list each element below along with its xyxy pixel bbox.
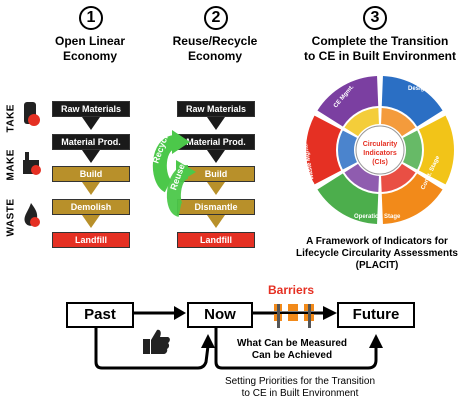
step-number-2: 2	[204, 6, 228, 30]
wheel-inner-segment	[344, 108, 379, 137]
col3-title-line2: to CE in Built Environment	[304, 49, 456, 63]
make-label: MAKE	[5, 149, 17, 181]
col1-arrow-1	[82, 117, 100, 130]
step-number-1: 1	[79, 6, 103, 30]
framework-line2: Lifecycle Circularity Assessments	[296, 248, 458, 259]
measured-line2: Can be Achieved	[251, 350, 333, 361]
col1-arrow-3	[82, 182, 100, 195]
col2-title-line1: Reuse/Recycle	[172, 34, 258, 48]
take-label: TAKE	[5, 104, 17, 133]
now-to-past-loop	[94, 326, 215, 370]
col1-material-prod: Material Prod.	[52, 134, 130, 150]
wheel-center-line2: Indicators	[363, 150, 397, 157]
barrier-icon	[274, 304, 314, 328]
col2-arrow-2	[207, 150, 225, 163]
wheel-stage-design: Design Stage	[408, 86, 447, 92]
framework-line3: (PLACIT)	[355, 260, 399, 271]
wheel-outer-segment	[317, 76, 379, 127]
arrow-now-future	[251, 306, 337, 320]
arrow-past-now	[132, 306, 186, 320]
wheel-inner-segment	[403, 130, 422, 170]
col3-title-line1: Complete the Transition	[311, 34, 449, 48]
col1-title: Open Linear Economy	[30, 34, 150, 64]
col1-landfill: Landfill	[52, 232, 130, 248]
wheel-inner-segment	[381, 108, 416, 137]
col1-demolish: Demolish	[52, 199, 130, 215]
col2-arrow-3	[207, 182, 225, 195]
barriers-label: Barriers	[268, 283, 315, 297]
circularity-wheel: Circularity Indicators (CIs) Design Stag…	[303, 76, 454, 224]
col1-raw-materials: Raw Materials	[52, 101, 130, 117]
col1-title-line1: Open Linear	[54, 34, 125, 48]
col2-title-line2: Economy	[187, 49, 242, 63]
wheel-outer-segment	[317, 173, 379, 224]
past-box: Past	[66, 302, 134, 328]
wheel-outer-segment	[381, 76, 443, 127]
now-to-future-loop	[214, 326, 383, 370]
recycle-loop	[152, 130, 196, 217]
wheel-outer-segment	[306, 115, 342, 185]
priorities-line2: to CE in Built Environment	[241, 388, 359, 399]
col1-arrow-2	[82, 150, 100, 163]
col2-raw-materials: Raw Materials	[177, 101, 255, 117]
framework-line1: A Framework of Indicators for	[306, 236, 448, 247]
now-box: Now	[187, 302, 253, 328]
wheel-inner-segment	[338, 130, 357, 170]
col2-build: Build	[177, 166, 255, 182]
priorities-text: Setting Priorities for the Transition to…	[200, 376, 400, 400]
col2-arrow-1	[207, 117, 225, 130]
col2-landfill: Landfill	[177, 232, 255, 248]
future-box: Future	[337, 302, 415, 328]
measured-line1: What Can be Measured	[236, 338, 348, 349]
col1-title-line2: Economy	[62, 49, 117, 63]
wheel-inner-segment	[344, 163, 379, 192]
col2-title: Reuse/Recycle Economy	[155, 34, 275, 64]
wheel-center-line3: (CIs)	[372, 159, 388, 166]
wheel-outer-segment	[418, 115, 454, 185]
waste-label: WASTE	[5, 198, 17, 237]
thumbs-up-icon	[143, 329, 170, 354]
measured-text: What Can be Measured Can be Achieved	[222, 338, 362, 362]
priorities-line1: Setting Priorities for the Transition	[224, 376, 376, 387]
fire-icon	[24, 203, 40, 227]
wheel-inner-segment	[381, 163, 416, 192]
factory-icon	[23, 152, 41, 175]
framework-caption: A Framework of Indicators for Lifecycle …	[280, 236, 474, 272]
wheel-center-line1: Circularity	[363, 141, 398, 148]
col3-title: Complete the Transition to CE in Built E…	[290, 34, 470, 64]
col1-build: Build	[52, 166, 130, 182]
take-icon	[24, 102, 40, 126]
wheel-outer-segment	[381, 173, 443, 224]
step-number-3: 3	[363, 6, 387, 30]
col2-arrow-4	[207, 215, 225, 228]
col2-material-prod: Material Prod.	[177, 134, 255, 150]
col1-arrow-4	[82, 215, 100, 228]
wheel-stage-operation: Operation Stage	[354, 214, 401, 220]
